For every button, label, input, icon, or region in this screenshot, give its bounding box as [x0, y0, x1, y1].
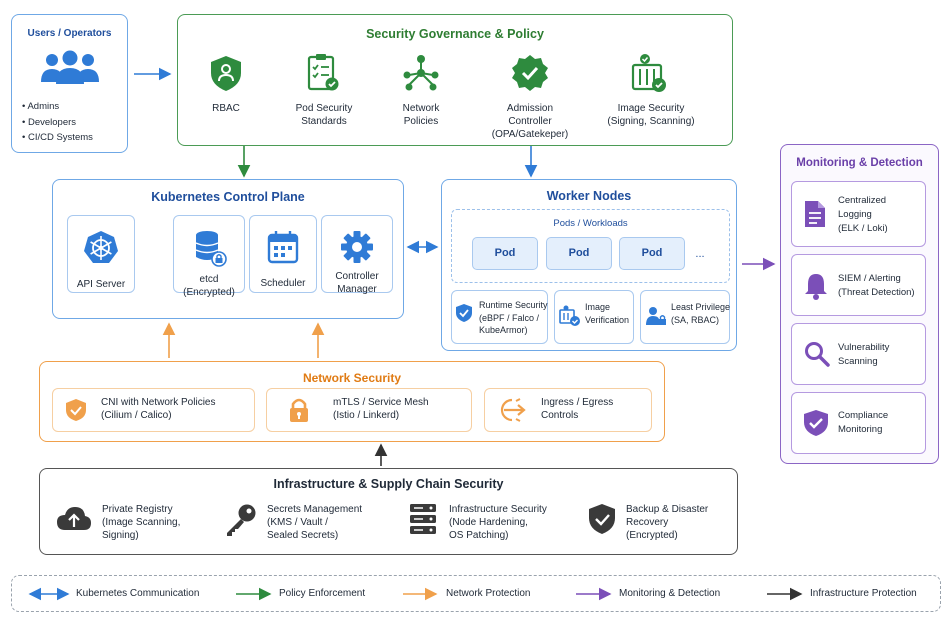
worker-label-runtime-security: Runtime Security (eBPF / Falco / KubeArm…	[479, 300, 548, 335]
shield-check-icon	[456, 304, 472, 322]
badge-check-icon	[512, 55, 548, 91]
worker-nodes-panel: Worker Nodes Pods / Workloads Pod Pod Po…	[441, 179, 737, 351]
worker-label-image-verification: Image Verification	[585, 302, 630, 325]
pod-box: Pod	[546, 237, 612, 270]
shield-check-icon	[66, 399, 86, 421]
infra-label-private-registry: Private Registry (Image Scanning, Signin…	[102, 504, 181, 541]
database-lock-icon	[195, 231, 227, 267]
compliance-card	[791, 392, 926, 454]
pod-box: Pod	[619, 237, 685, 270]
users-operators-panel: Users / Operators • Admins • Developers …	[11, 14, 128, 153]
governance-label-image-security: Image Security (Signing, Scanning)	[607, 103, 695, 127]
governance-label-network-policies: Network Policies	[402, 103, 440, 127]
ingress-egress-icon	[500, 398, 526, 422]
legend-label-infrastructure-protection: Infrastructure Protection	[810, 588, 917, 599]
server-icon	[410, 504, 436, 534]
magnifier-icon	[805, 342, 830, 367]
image-security-icon	[631, 54, 666, 92]
document-icon	[805, 201, 825, 227]
users-group-icon	[41, 50, 99, 84]
pods-workloads-title: Pods / Workloads	[553, 218, 628, 229]
control-plane-title: Kubernetes Control Plane	[151, 190, 305, 204]
monitoring-title: Monitoring & Detection	[796, 157, 923, 169]
monitoring-label-vulnerability: Vulnerability Scanning	[838, 342, 890, 367]
control-plane-label-controller-manager: Controller Manager	[335, 271, 379, 295]
pods-workloads-group	[451, 209, 730, 283]
governance-label-pod-security: Pod Security Standards	[295, 103, 353, 127]
network-security-panel: Network Security CNI with Network Polici…	[39, 361, 665, 442]
legend-label-policy-enforcement: Policy Enforcement	[279, 588, 366, 599]
monitoring-panel: Monitoring & Detection Centralized Loggi…	[780, 144, 939, 464]
image-verify-icon	[559, 305, 580, 326]
control-plane-label-scheduler: Scheduler	[260, 278, 306, 289]
gear-icon	[341, 231, 373, 263]
users-list: • Admins • Developers • CI/CD Systems	[22, 99, 93, 146]
infrastructure-panel: Infrastructure & Supply Chain Security P…	[39, 468, 738, 555]
network-label-cni: CNI with Network Policies (Cilium / Cali…	[101, 397, 216, 421]
worker-nodes-title: Worker Nodes	[546, 189, 632, 203]
control-plane-label-etcd: etcd (Encrypted)	[183, 274, 235, 298]
kubernetes-wheel-icon	[84, 231, 118, 263]
vulnerability-card	[791, 323, 926, 385]
list-item: • Admins	[22, 101, 60, 112]
infrastructure-title: Infrastructure & Supply Chain Security	[273, 477, 504, 491]
legend-label-kubernetes-communication: Kubernetes Communication	[76, 588, 200, 599]
infra-label-secrets-management: Secrets Management (KMS / Vault / Sealed…	[267, 504, 363, 541]
network-label-mtls: mTLS / Service Mesh (Istio / Linkerd)	[333, 397, 429, 421]
legend	[11, 575, 941, 612]
user-lock-icon	[646, 307, 666, 325]
control-plane-panel: Kubernetes Control Plane API Server etcd…	[52, 179, 404, 319]
calendar-icon	[267, 231, 299, 264]
shield-user-icon	[211, 56, 241, 91]
list-item: • Developers	[22, 116, 77, 128]
padlock-icon	[290, 398, 308, 422]
legend-label-monitoring-detection: Monitoring & Detection	[619, 588, 721, 599]
pods-more-indicator: ...	[695, 248, 705, 260]
key-icon	[227, 504, 256, 536]
list-item: • CI/CD Systems	[22, 132, 93, 143]
bell-icon	[805, 274, 827, 300]
monitoring-label-logging: Centralized Logging (ELK / Loki)	[838, 195, 888, 234]
governance-title: Security Governance & Policy	[366, 27, 544, 41]
network-label-ingress-egress: Ingress / Egress Controls	[541, 397, 614, 421]
cloud-upload-icon	[57, 507, 91, 530]
checklist-icon	[307, 54, 339, 91]
network-security-title: Network Security	[302, 371, 402, 385]
infra-label-infrastructure-security: Infrastructure Security (Node Hardening,…	[449, 504, 547, 541]
shield-check-icon	[804, 410, 828, 436]
control-plane-label-api-server: API Server	[76, 279, 126, 290]
infra-label-backup-recovery: Backup & Disaster Recovery (Encrypted)	[626, 504, 709, 541]
governance-label-rbac: RBAC	[212, 103, 240, 114]
pod-box: Pod	[472, 237, 538, 270]
worker-label-least-privilege: Least Privilege (SA, RBAC)	[671, 302, 731, 325]
governance-label-admission-controller: Admission Controller (OPA/Gatekeper)	[491, 103, 569, 140]
network-nodes-icon	[403, 55, 439, 91]
shield-check-icon	[589, 504, 615, 534]
monitoring-label-siem: SIEM / Alerting (Threat Detection)	[838, 273, 915, 298]
users-operators-title: Users / Operators	[27, 28, 112, 39]
legend-label-network-protection: Network Protection	[446, 588, 531, 599]
monitoring-label-compliance: Compliance Monitoring	[838, 410, 889, 435]
governance-panel: Security Governance & Policy RBAC Pod Se…	[177, 14, 733, 146]
